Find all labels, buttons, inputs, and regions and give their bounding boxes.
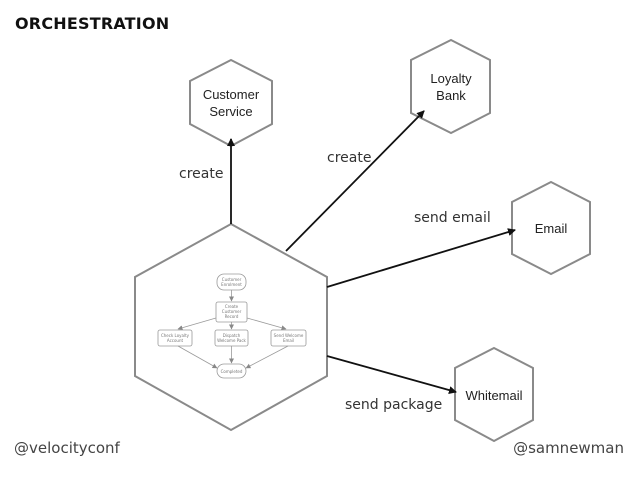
arrow-to-whitemail (326, 355, 457, 394)
arrow-to-email (326, 228, 516, 288)
footer-left-handle: @velocityconf (14, 439, 120, 457)
workflow-completed-label: Completed (220, 369, 243, 374)
edge-label-create-loyalty: create (327, 150, 372, 166)
workflow-create-record-label: Create Customer Record (221, 304, 242, 319)
orchestrator-hexagon (134, 222, 328, 432)
loyalty-bank-hexagon (410, 38, 491, 135)
email-label: Email (534, 221, 568, 236)
workflow-completed-node (216, 363, 247, 379)
whitemail-hexagon (454, 346, 534, 443)
edge-label-send-email: send email (414, 210, 491, 226)
workflow-start-label: Customer Enrolment (221, 277, 242, 287)
footer-right-handle: @samnewman (513, 439, 624, 457)
loyalty-bank-label: Loyalty Bank (430, 71, 472, 103)
customer-service-label: Customer Service (202, 87, 260, 119)
workflow-loyalty-node (157, 329, 193, 347)
workflow-loyalty-label: Check Loyalty Account (160, 333, 190, 343)
workflow-email-label: Send Welcome Email (273, 333, 304, 343)
edge-label-create-customer: create (179, 166, 224, 182)
slide-title: ORCHESTRATION (15, 14, 170, 33)
workflow-diagram (157, 273, 307, 379)
workflow-dispatch-label: Dispatch Welcome Pack (217, 333, 246, 343)
arrow-to-loyalty-bank (285, 110, 425, 252)
email-hexagon (511, 180, 591, 276)
workflow-email-node (270, 329, 307, 347)
whitemail-label: Whitemail (465, 388, 523, 403)
edge-label-send-package: send package (345, 397, 443, 413)
